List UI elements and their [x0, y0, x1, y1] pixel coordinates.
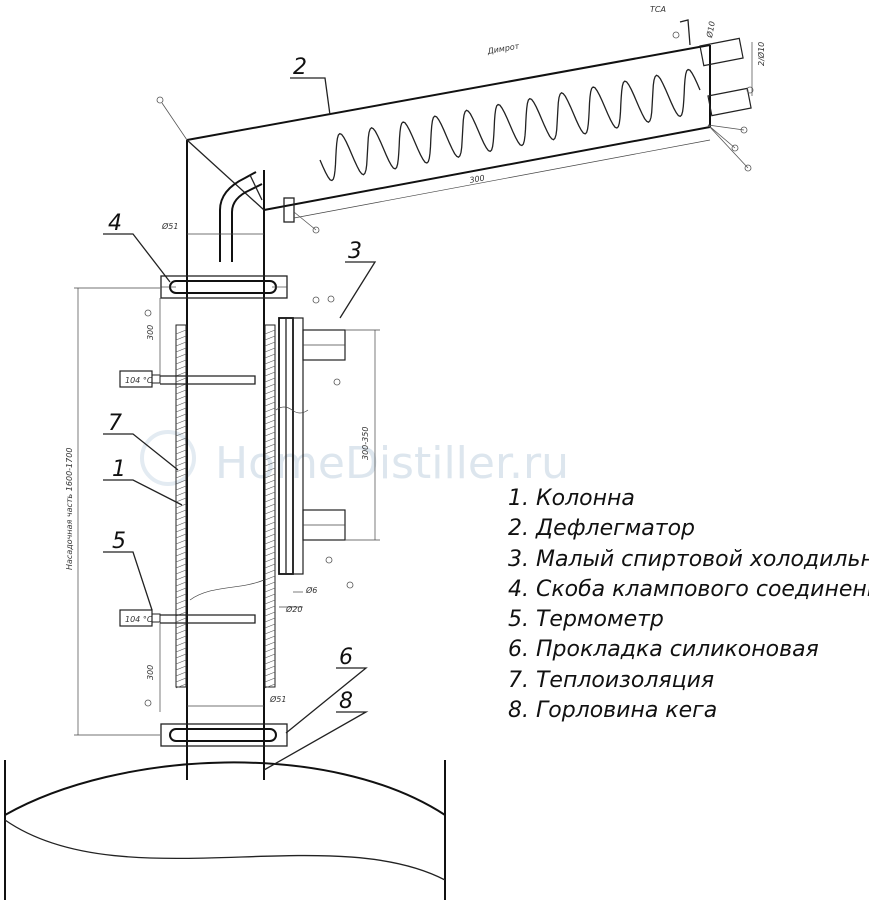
- legend-item-8: 8. Горловина кега: [508, 698, 717, 723]
- watermark: HomeDistiller.ru: [215, 438, 569, 489]
- sensor-wire: [189, 579, 265, 601]
- column-diameter-top: Ø51: [161, 221, 178, 231]
- insulation-hatching: [175, 329, 276, 689]
- thermometer-upper-readout: 104 °C: [125, 376, 153, 385]
- d10-label: Ø10: [704, 20, 717, 39]
- watermark-logo-icon: [140, 430, 196, 486]
- legend-item-7: 7. Теплоизоляция: [508, 668, 714, 693]
- clamp-top: [160, 275, 288, 299]
- legend-item-3: 3. Малый спиртовой холодильник: [508, 547, 869, 572]
- callout-7: 7: [108, 411, 122, 436]
- column-diameter-bottom: Ø51: [269, 694, 286, 704]
- packed-section-label: Насадочная часть 1600-1700: [65, 448, 74, 570]
- column-body: [175, 140, 276, 735]
- legend-item-5: 5. Термометр: [508, 607, 664, 632]
- legend-item-4: 4. Скоба клампового соединения: [508, 577, 869, 602]
- tsa-label: ТСА: [650, 5, 666, 14]
- leader-points: [144, 31, 754, 707]
- callout-8: 8: [339, 689, 353, 714]
- keg: [4, 735, 446, 900]
- callout-5: 5: [112, 529, 126, 554]
- thermo-offset-top: 300: [146, 325, 155, 340]
- dimroth-label: Димрот: [486, 41, 521, 56]
- legend-item-2: 2. Дефлегматор: [508, 516, 695, 541]
- small-alcohol-cooler: [275, 317, 346, 575]
- dephlegmator-length-label: 300: [469, 173, 486, 185]
- dimension-labels: ТСА Димрот Ø10 2/Ø10 300 Ø51 Ø51 300 300…: [65, 5, 766, 704]
- d6-label: Ø6: [305, 585, 317, 595]
- dimroth-coil: [319, 68, 701, 182]
- callout-3: 3: [348, 239, 362, 264]
- dimension-lines: [74, 42, 753, 736]
- legend-item-6: 6. Прокладка силиконовая: [508, 637, 819, 662]
- legend: 1. Колонна 2. Дефлегматор 3. Малый спирт…: [508, 486, 869, 723]
- dephlegmator: [186, 19, 752, 262]
- d20-label: Ø20: [285, 604, 302, 614]
- callout-4: 4: [108, 211, 122, 236]
- callout-leaders: [103, 77, 377, 771]
- two-d10-label: 2/Ø10: [756, 42, 766, 66]
- thermometer-upper: [119, 370, 256, 388]
- cooler-height-label: 300-350: [361, 427, 370, 460]
- callout-1: 1: [112, 457, 126, 482]
- thermometer-lower: [119, 609, 256, 627]
- callout-2: 2: [293, 55, 307, 80]
- thermo-offset-bottom: 300: [146, 665, 155, 680]
- thermometer-lower-readout: 104 °C: [125, 615, 153, 624]
- clamp-bottom: [160, 723, 288, 747]
- callout-6: 6: [339, 645, 353, 670]
- legend-item-1: 1. Колонна: [508, 486, 635, 511]
